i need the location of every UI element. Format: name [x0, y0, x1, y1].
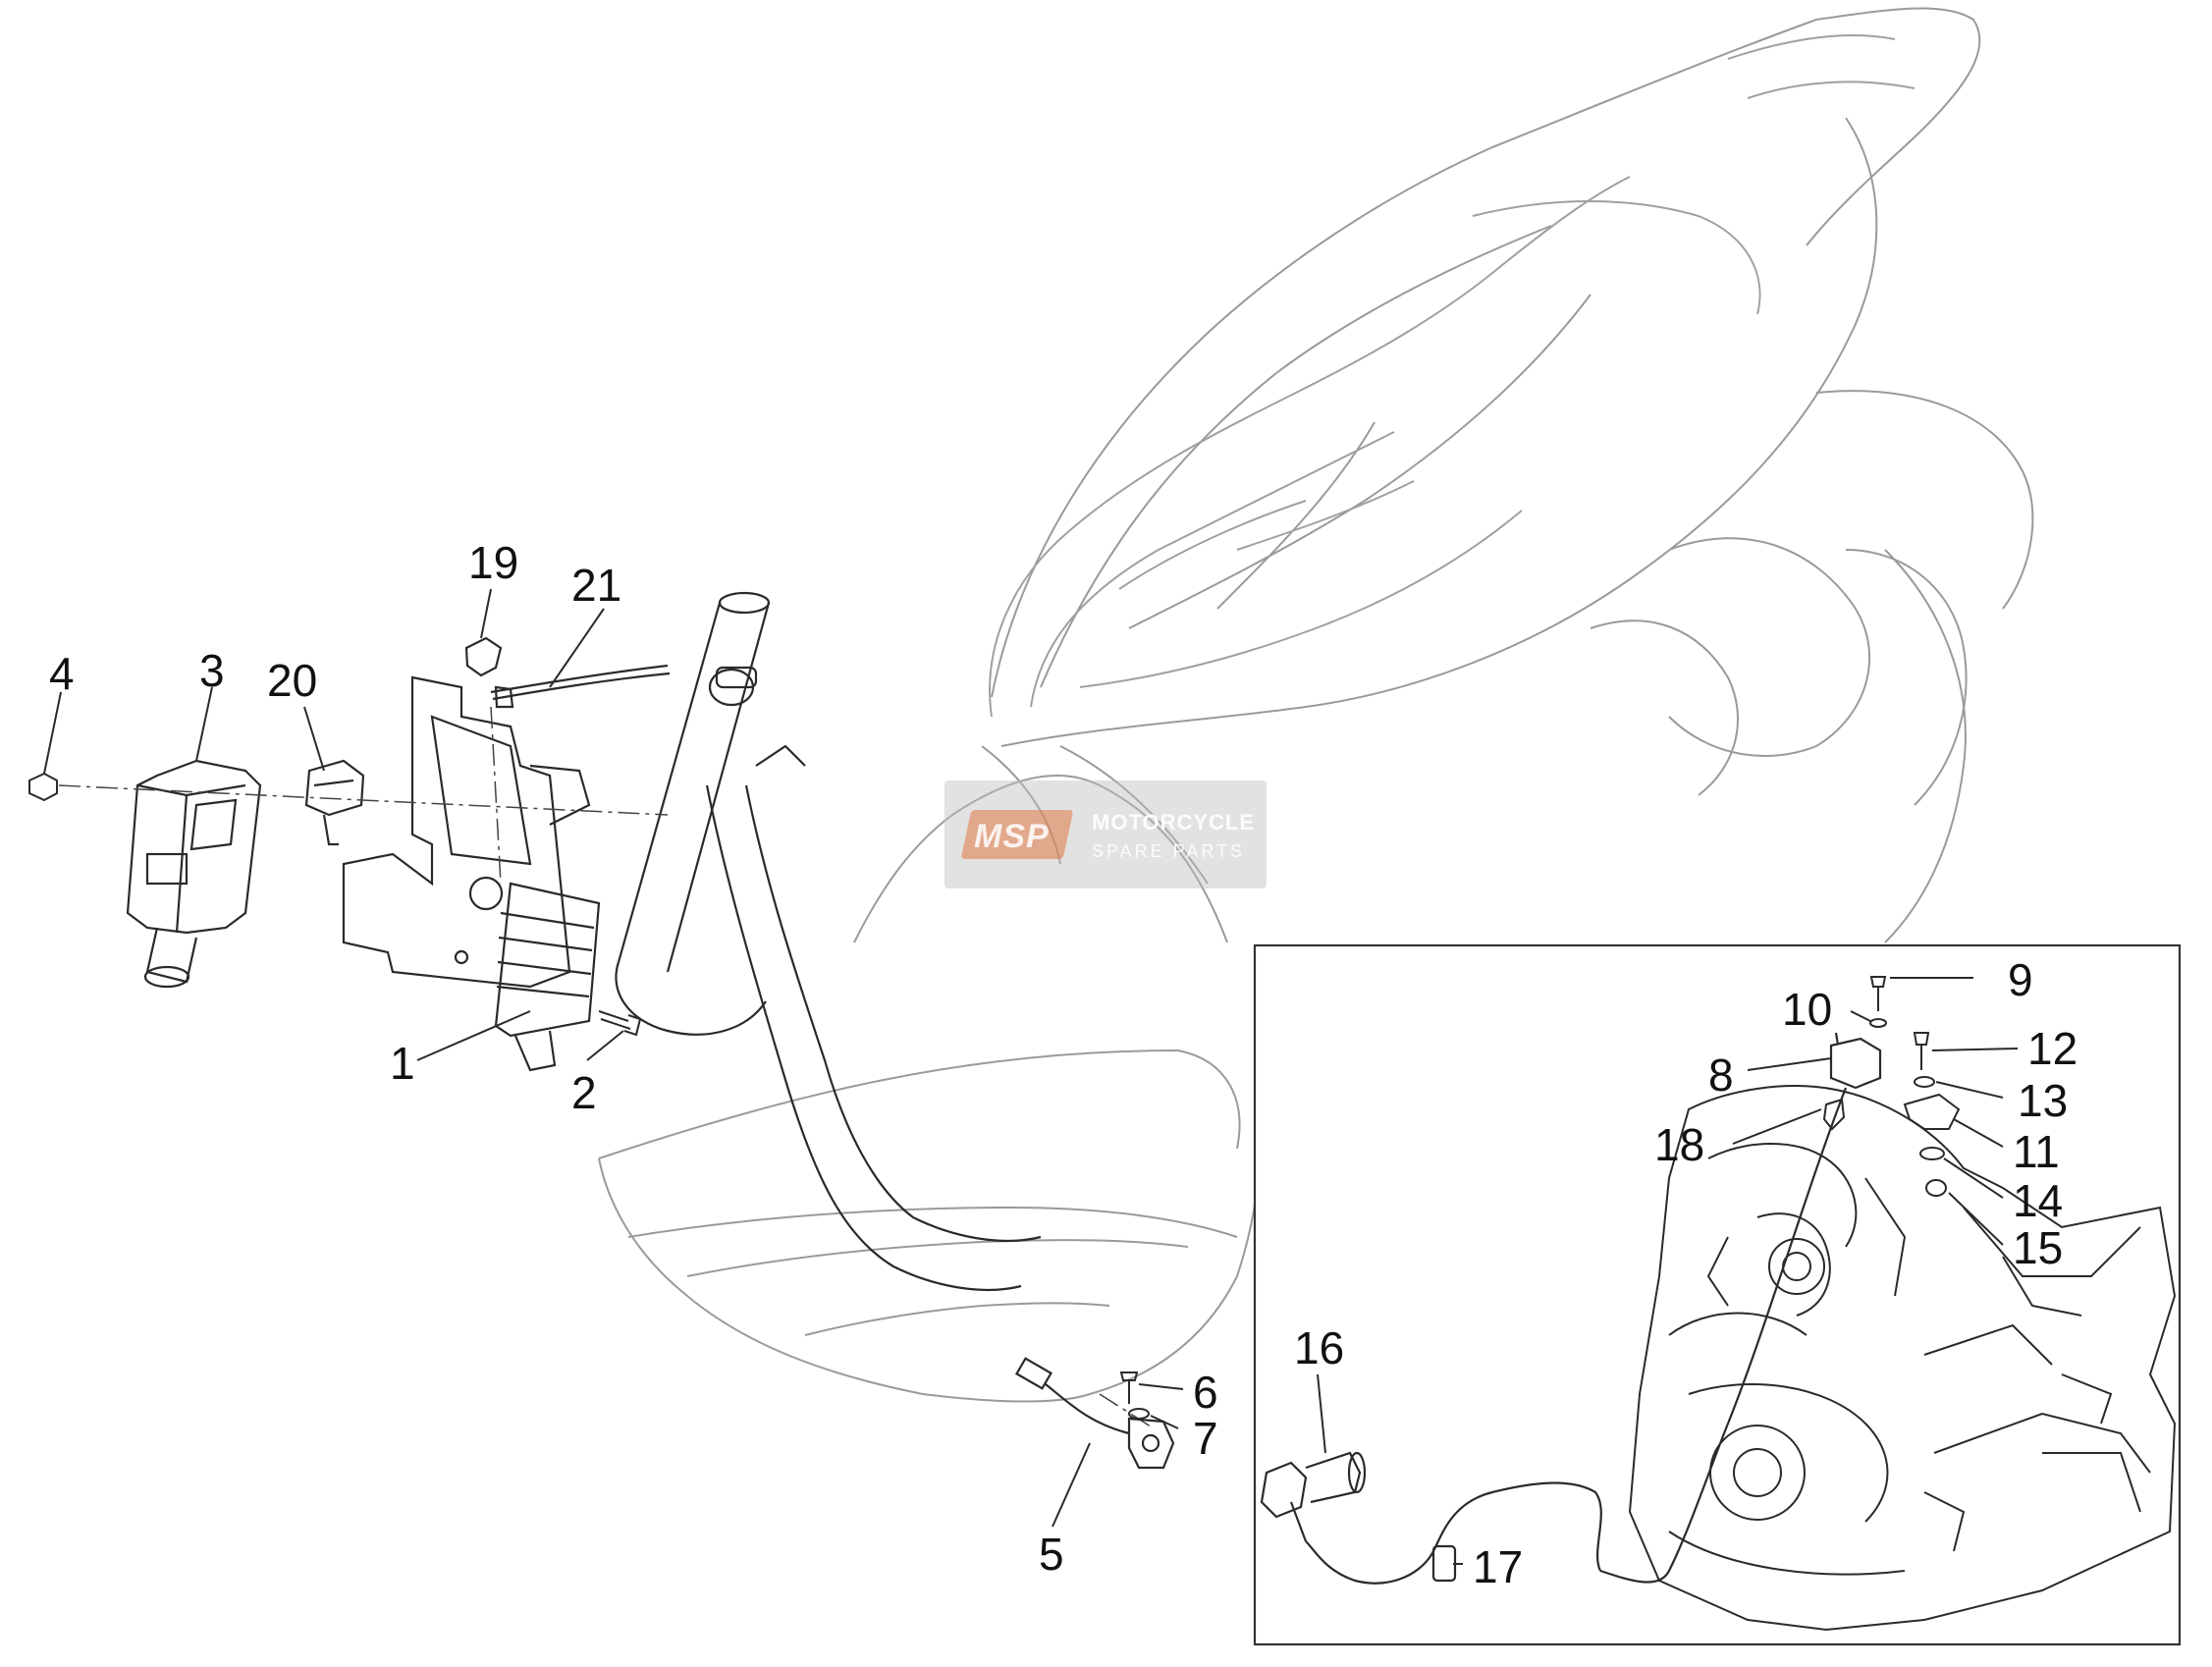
part-label-5: 5: [1039, 1529, 1064, 1580]
washer-part-13: [1914, 1076, 1935, 1088]
wiring-harness: [1289, 1423, 1730, 1585]
inset-bolt-part-9: [1869, 976, 1887, 1011]
part-label-13: 13: [2018, 1075, 2069, 1126]
sensor-part-5: [1015, 1357, 1175, 1470]
part-label-6: 6: [1193, 1367, 1218, 1418]
part-label-12: 12: [2027, 1023, 2078, 1074]
part-label-1: 1: [390, 1038, 415, 1089]
part-label-19: 19: [468, 537, 519, 588]
frame-tube: [615, 591, 1042, 1292]
part-label-8: 8: [1708, 1049, 1734, 1101]
part-label-18: 18: [1654, 1119, 1705, 1170]
bolt-part-2: [598, 1010, 642, 1037]
part-label-11: 11: [2013, 1126, 2060, 1177]
part-label-10: 10: [1782, 984, 1833, 1035]
washer-part-7: [1128, 1408, 1150, 1420]
spacer-part-14: [1919, 1147, 1945, 1160]
connector-part-20: [304, 759, 365, 846]
washer-part-10: [1869, 1018, 1887, 1028]
part-label-20: 20: [267, 655, 318, 706]
bushing-part-15: [1925, 1179, 1947, 1197]
watermark: MSP MOTORCYCLE SPARE PARTS: [944, 780, 1267, 888]
leader-lines: [43, 588, 2019, 1565]
part-label-14: 14: [2013, 1175, 2064, 1226]
part-label-7: 7: [1193, 1413, 1218, 1464]
engine-assembly: [1628, 1085, 2177, 1632]
connector-part-16: [1260, 1451, 1367, 1519]
watermark-line-2: SPARE PARTS: [1092, 841, 1246, 861]
clip-part-19: [464, 636, 503, 677]
pickup-sensor-part-8: [1726, 1032, 1882, 1425]
voltage-regulator: [126, 759, 262, 989]
part-label-17: 17: [1473, 1541, 1524, 1592]
clip-part-18: [1822, 1098, 1846, 1131]
ignition-coil: [494, 882, 601, 1072]
part-label-3: 3: [199, 645, 225, 696]
part-label-4: 4: [49, 648, 75, 699]
part-label-15: 15: [2013, 1222, 2064, 1273]
nut-part-4: [28, 772, 58, 802]
seat-outline: [989, 34, 1915, 718]
part-label-2: 2: [571, 1067, 597, 1118]
watermark-badge-text: MSP: [974, 818, 1050, 855]
part-label-9: 9: [2008, 954, 2033, 1005]
scooter-body-outline: [598, 7, 2034, 1403]
bracket-part-11: [1903, 1093, 1961, 1130]
part-label-16: 16: [1294, 1322, 1345, 1373]
part-label-21: 21: [571, 560, 622, 611]
screw-part-6: [1119, 1371, 1139, 1404]
bolt-part-12: [1913, 1032, 1930, 1070]
mounting-bracket: [342, 675, 591, 989]
watermark-line-1: MOTORCYCLE: [1092, 810, 1256, 834]
cable-tie-part-21: [490, 664, 671, 709]
